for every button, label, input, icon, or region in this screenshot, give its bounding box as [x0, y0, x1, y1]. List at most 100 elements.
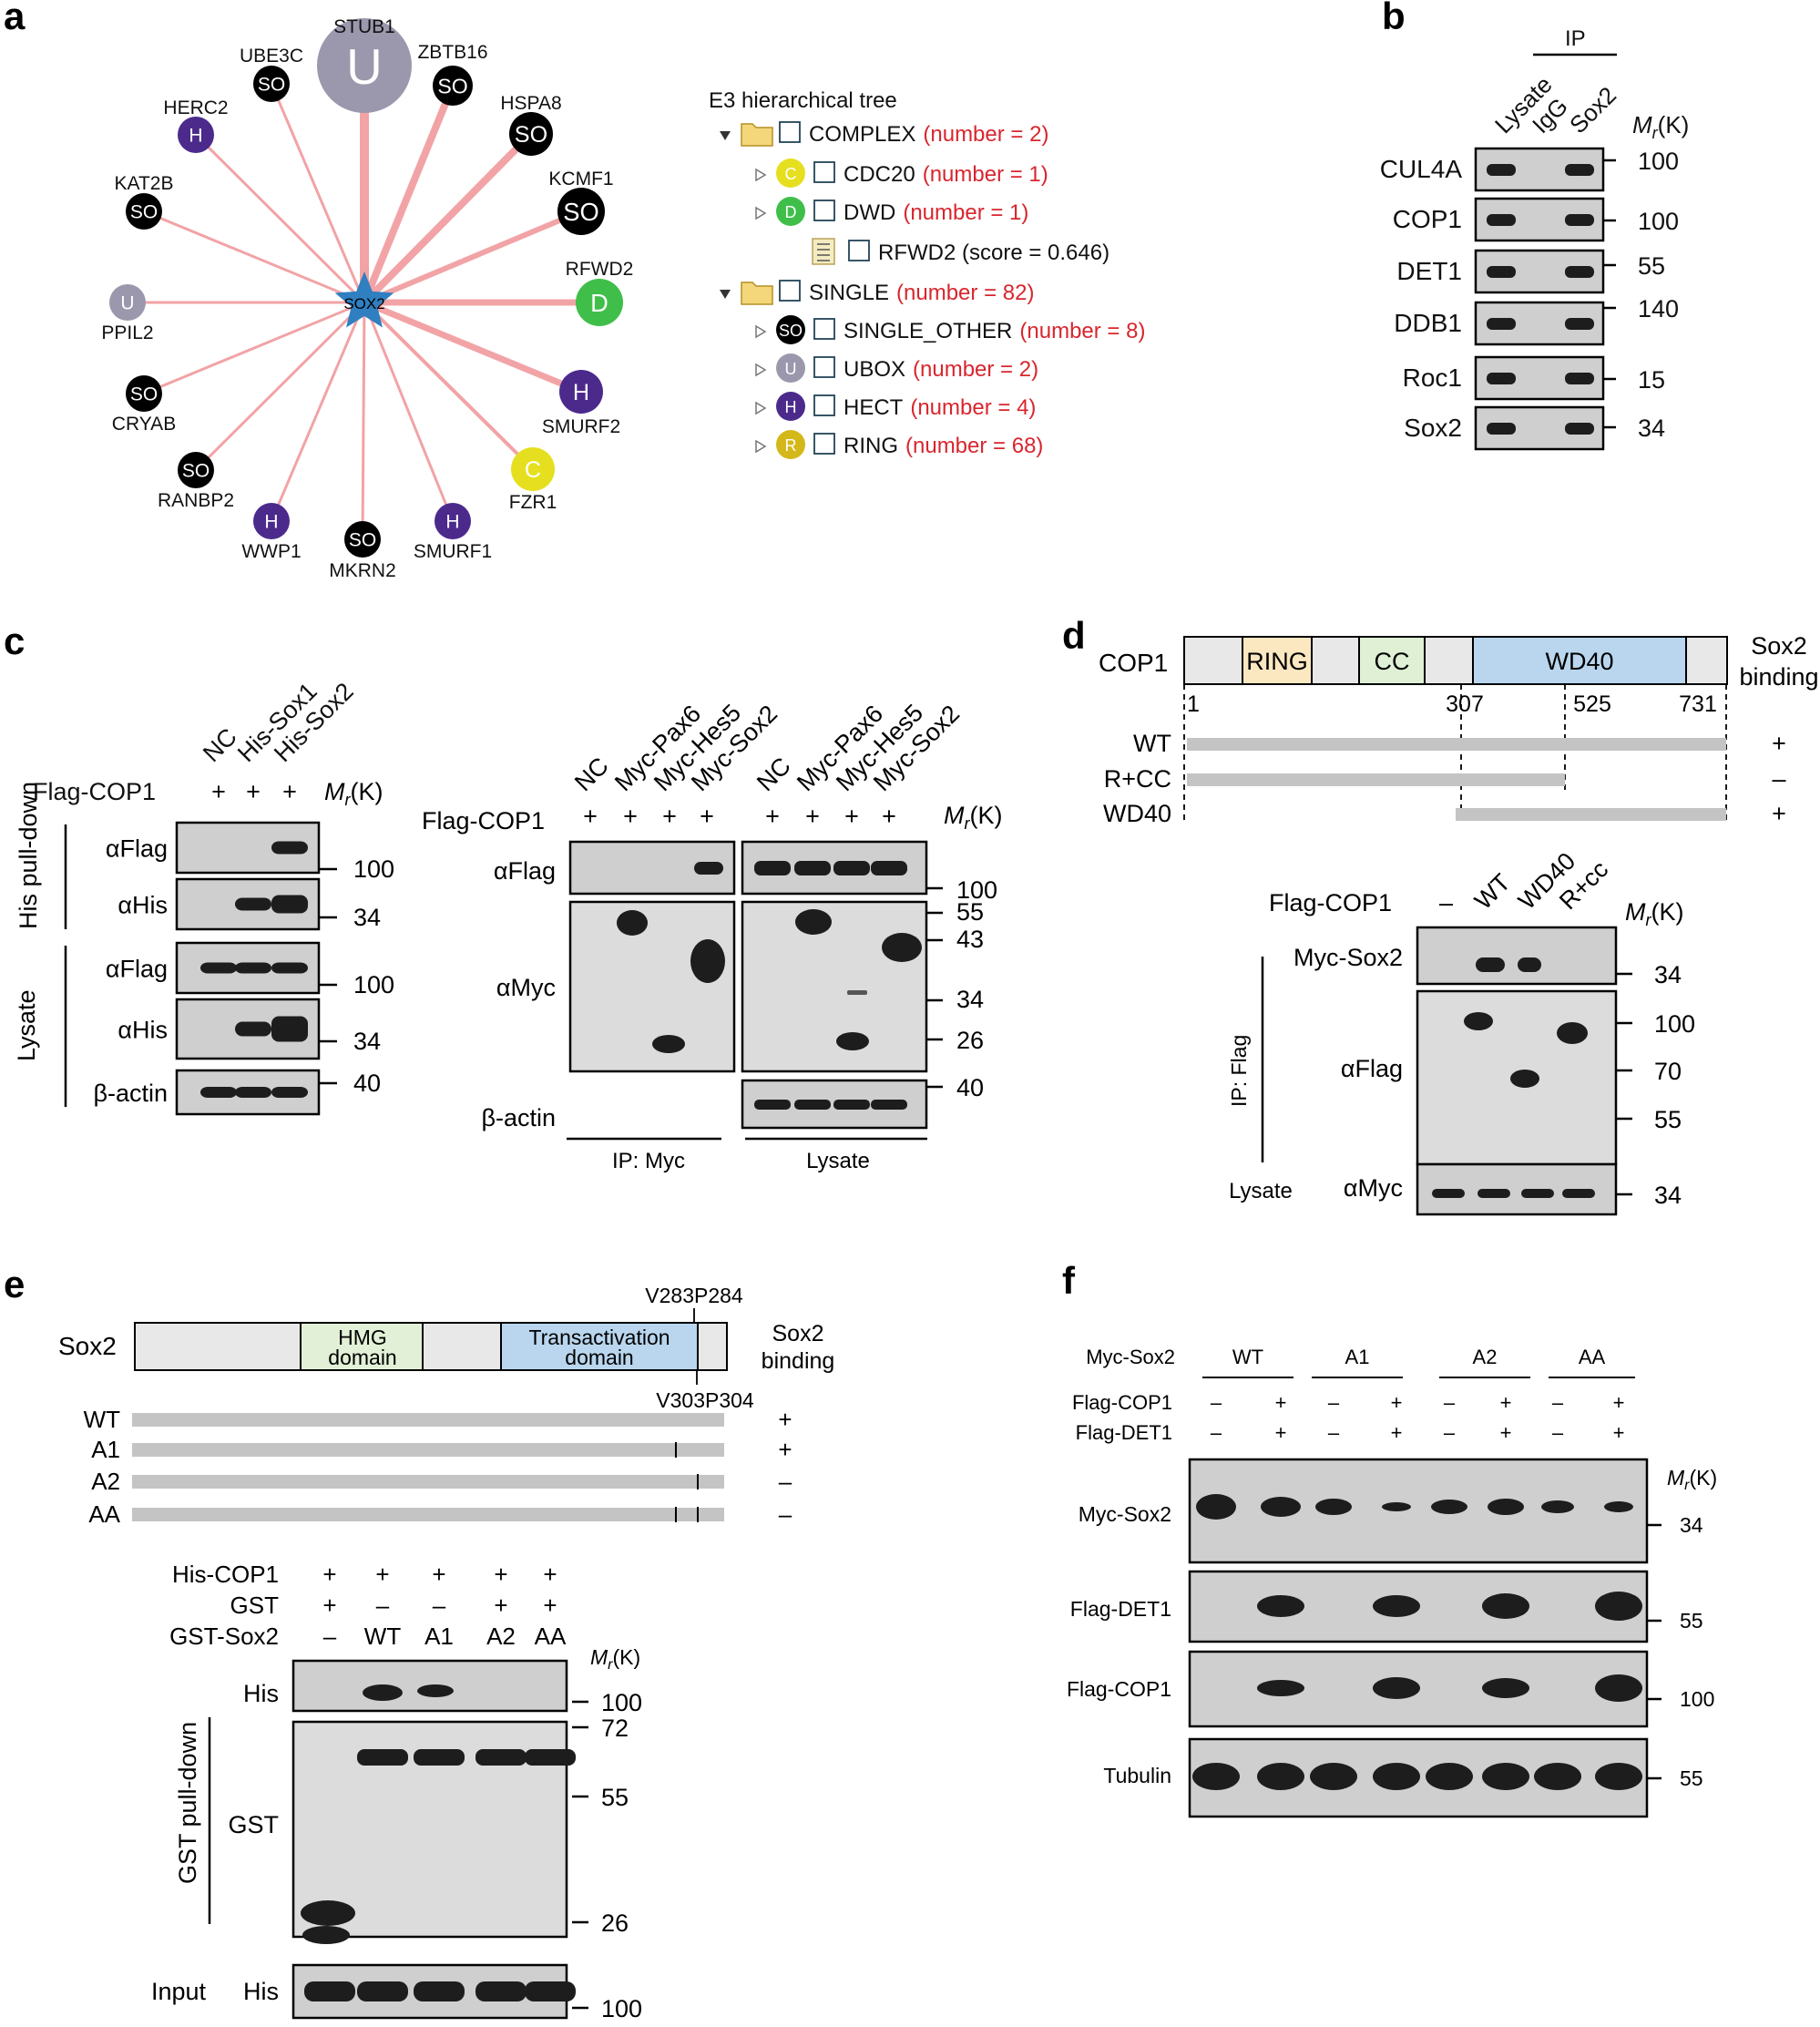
c-group-label: Lysate [806, 1149, 870, 1173]
tree-checkbox[interactable] [813, 433, 835, 455]
d-blot-label: αMyc [1344, 1174, 1403, 1202]
e-mw-label: 100 [601, 1689, 642, 1716]
c-blot-label: β-actin [93, 1080, 168, 1107]
node-label: HERC2 [163, 97, 228, 118]
c-mw-label: 40 [353, 1070, 381, 1097]
tree-item-count: (number = 4) [910, 395, 1036, 420]
tree-checkbox[interactable] [779, 121, 801, 143]
c-mw-label: 55 [956, 898, 984, 926]
e-row-value: – [376, 1592, 390, 1619]
tree-checkbox[interactable] [813, 394, 835, 416]
svg-text:D: D [785, 203, 797, 221]
svg-text:SINGLE(number = 82): SINGLE(number = 82) [809, 281, 1034, 305]
node-label: HSPA8 [500, 93, 561, 114]
c-mw-label: 100 [956, 876, 997, 904]
e-row-label: GST [230, 1592, 280, 1619]
construct-bar [132, 1413, 724, 1427]
e-row-value: WT [364, 1623, 402, 1650]
tree-row[interactable]: SINGLE(number = 82) [720, 280, 1034, 305]
band [1487, 423, 1516, 435]
f-row-value: + [1391, 1391, 1403, 1414]
site-label: V283P284 [645, 1284, 743, 1307]
f-row-value: – [1444, 1391, 1456, 1414]
e-blot-label: His [243, 1978, 279, 2005]
domain-label: WD40 [1545, 648, 1613, 675]
node-label: KAT2B [115, 173, 174, 194]
e-blot-label: His [243, 1680, 279, 1707]
tree-checkbox[interactable] [779, 280, 801, 302]
svg-text:U: U [785, 360, 797, 378]
tree-row[interactable]: COMPLEX(number = 2) [720, 121, 1048, 147]
f-mw-label: 55 [1680, 1609, 1703, 1633]
construct-label: AA [88, 1500, 120, 1528]
transactivation-domain [500, 1322, 699, 1371]
tree-checkbox[interactable] [813, 161, 835, 183]
panel-label-b: b [1382, 0, 1406, 37]
folder-icon [741, 282, 773, 305]
c-blot [568, 900, 736, 1073]
c-group-label: His pull-down [15, 782, 42, 929]
band [1487, 318, 1516, 330]
network-edge [362, 131, 534, 305]
hub-star-icon [334, 271, 394, 328]
network-node: H [253, 503, 290, 539]
b-mw-label: 100 [1638, 208, 1679, 235]
d-blot-label: αFlag [1341, 1055, 1403, 1082]
c-blot-label: αHis [118, 892, 168, 919]
e-mr-label: Mr(K) [590, 1645, 640, 1673]
network-edge [143, 301, 365, 395]
collapsed-arrow-icon [755, 206, 767, 220]
construct-bar [132, 1443, 724, 1457]
band [271, 1016, 308, 1042]
tree-checkbox[interactable] [813, 200, 835, 221]
tree-row[interactable]: SO SINGLE_OTHER(number = 8) [755, 315, 1145, 344]
d-mw-label: 70 [1654, 1058, 1682, 1085]
network-node: SO [178, 452, 214, 488]
tree-item-name: SINGLE [809, 281, 889, 305]
panel-c: c NCHis-Sox1His-Sox2Flag-COP1+++Mr(K)αFl… [4, 619, 1003, 1173]
f-row-value: – [1444, 1421, 1456, 1444]
position-label: 525 [1573, 691, 1611, 717]
svg-text:H: H [785, 398, 797, 416]
plus-sign: + [246, 778, 261, 805]
network-node: SO [344, 521, 381, 558]
band [271, 895, 308, 914]
e-row-label: His-COP1 [172, 1561, 279, 1588]
binding-result: – [779, 1468, 792, 1495]
tree-checkbox[interactable] [848, 240, 870, 261]
e-row-value: + [494, 1561, 507, 1588]
c-blot-label: αFlag [106, 835, 168, 863]
f-group-label: WT [1232, 1346, 1263, 1368]
e3-type-icon [776, 315, 805, 344]
tree-item-name: DWD [844, 200, 895, 225]
svg-text:Transactivation: Transactivation [528, 1326, 670, 1349]
c-lane-label: NC [569, 752, 614, 796]
tree-row[interactable]: RFWD2 (score = 0.646) [812, 238, 1109, 265]
band [1565, 318, 1594, 330]
e3-type-icon [776, 159, 805, 188]
band [235, 897, 271, 911]
c-mw-label: 43 [956, 926, 984, 953]
c-row-label: Flag-COP1 [422, 807, 545, 834]
network-node: D [576, 279, 623, 326]
tree-checkbox[interactable] [813, 356, 835, 378]
f-row-value: – [1552, 1421, 1564, 1444]
network-edge [363, 209, 583, 305]
position-label: 307 [1446, 691, 1484, 717]
c-row-label: Flag-COP1 [33, 778, 156, 805]
svg-text:SO: SO [779, 322, 803, 340]
construct-bar [132, 1508, 724, 1521]
domain-label: RING [1246, 648, 1308, 675]
node-label: PPIL2 [101, 322, 153, 343]
e-blot-label: GST [228, 1811, 279, 1838]
c-mw-label: 40 [956, 1074, 984, 1101]
c-mw-label: 26 [956, 1027, 984, 1054]
svg-text:SINGLE_OTHER(number = 8): SINGLE_OTHER(number = 8) [844, 319, 1145, 343]
tree-checkbox[interactable] [813, 318, 835, 340]
f-group-label: AA [1579, 1346, 1606, 1368]
